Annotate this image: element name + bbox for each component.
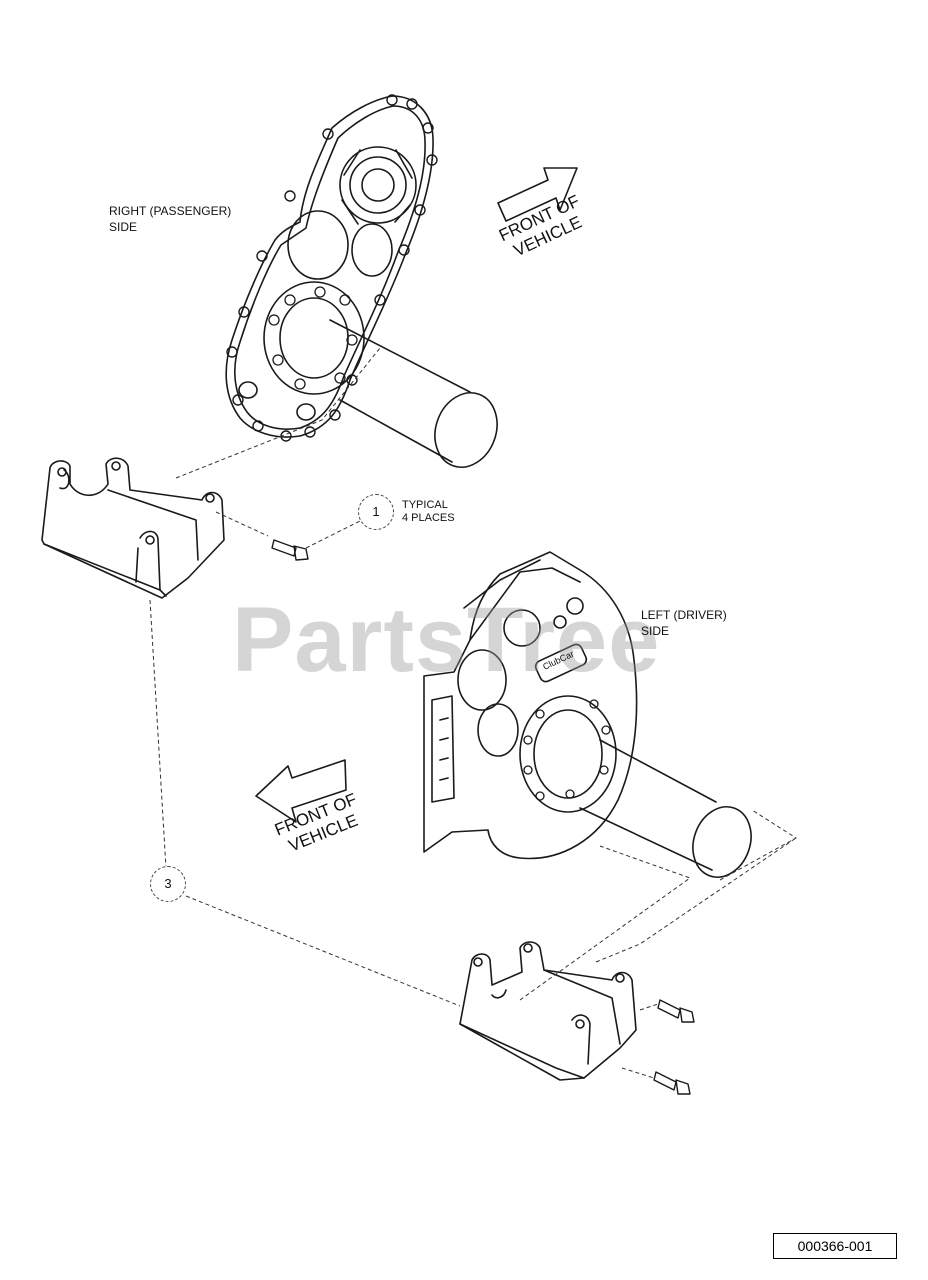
watermark-text: PartsTree (232, 589, 661, 691)
drawing-code: 000366-001 (773, 1233, 897, 1259)
bolt-top (271, 539, 309, 561)
right-side-housing (225, 94, 498, 468)
right-side-label-line2: SIDE (109, 220, 138, 234)
callout-1: 1 (358, 494, 394, 530)
front-arrow-bottom (255, 759, 347, 823)
typical-note-line2: 4 PLACES (402, 512, 455, 524)
left-side-label-line1: LEFT (DRIVER) (641, 608, 727, 622)
left-side-housing (423, 551, 752, 878)
front-arrow-top (497, 167, 578, 222)
right-bracket (41, 457, 225, 599)
bolt-bottom-upper (657, 999, 695, 1023)
right-side-label: RIGHT (PASSENGER) SIDE (109, 203, 231, 235)
left-side-label-line2: SIDE (641, 624, 670, 638)
left-side-label: LEFT (DRIVER) SIDE (641, 607, 727, 639)
right-side-label-line1: RIGHT (PASSENGER) (109, 204, 232, 218)
typical-note: TYPICAL 4 PLACES (402, 499, 455, 525)
left-bracket (459, 941, 637, 1081)
typical-note-line1: TYPICAL (402, 499, 448, 511)
bolt-bottom-lower (653, 1071, 691, 1095)
callout-3: 3 (150, 866, 186, 902)
